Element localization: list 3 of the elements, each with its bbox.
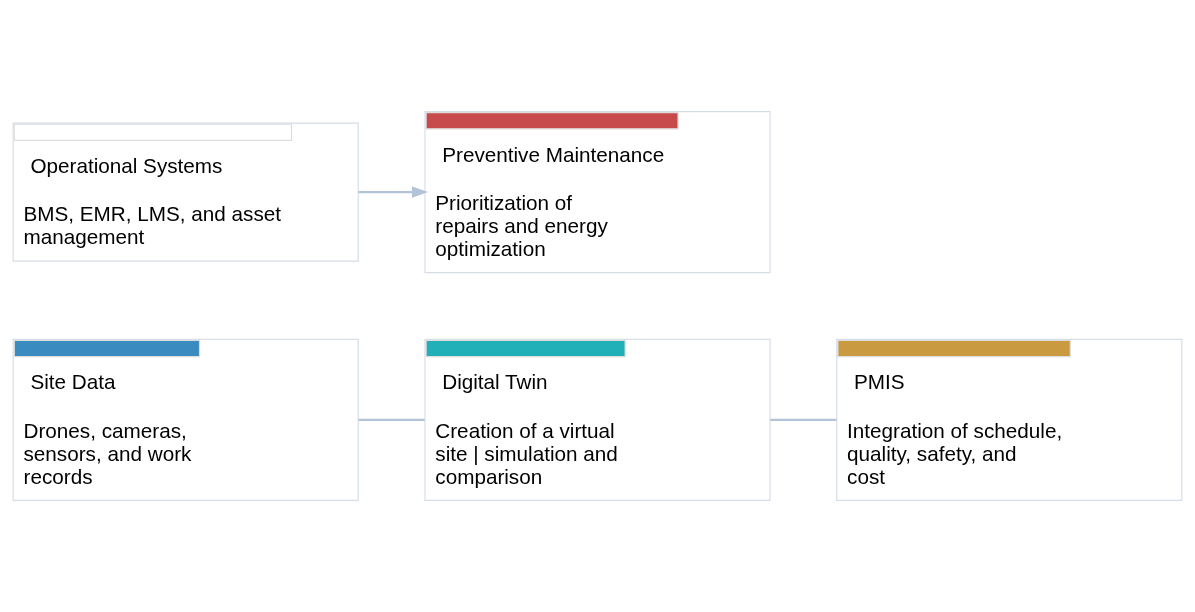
- arrow: [358, 186, 429, 198]
- connector: [770, 418, 837, 422]
- connector: [358, 418, 425, 422]
